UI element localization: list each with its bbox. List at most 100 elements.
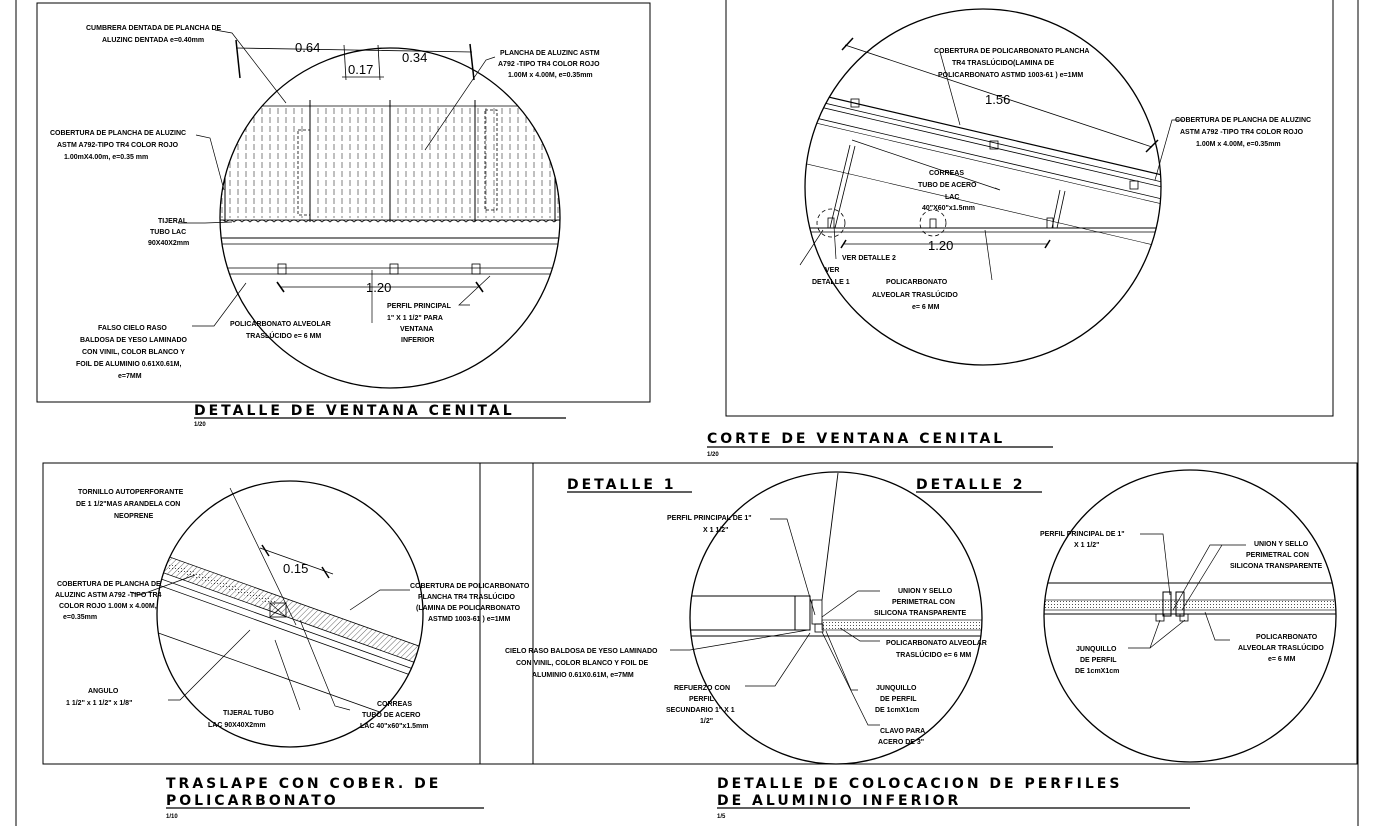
label-union4-1: UNION Y SELLO	[898, 588, 953, 595]
scale-t2: 1/20	[707, 452, 719, 458]
title-perfiles-1: DETALLE DE COLOCACION DE PERFILES	[717, 776, 1122, 792]
label-cobpoli3-1: COBERTURA DE POLICARBONATO	[410, 583, 530, 590]
label-poli4-1: POLICARBONATO ALVEOLAR	[886, 640, 987, 647]
panel2-section	[805, 87, 1161, 251]
label-perfil-2: 1" X 1 1/2" PARA	[387, 315, 443, 322]
label-cobalu3-4: e=0.35mm	[63, 614, 97, 621]
dim-015: 0.15	[283, 561, 308, 576]
label-cobpoli-1: COBERTURA DE POLICARBONATO PLANCHA	[934, 48, 1089, 55]
title-perfiles-2: DE ALUMINIO INFERIOR	[717, 793, 961, 809]
label-cobpoli3-3: (LAMINA DE POLICARBONATO	[416, 605, 521, 612]
label-union5-2: PERIMETRAL CON	[1246, 552, 1309, 559]
dim-034: 0.34	[402, 50, 427, 65]
label-verdet1-1: VER	[825, 267, 839, 274]
scale-t3: 1/10	[166, 814, 178, 820]
label-poli-2: TRASLÚCIDO e= 6 MM	[246, 331, 321, 340]
panel-detalle-2: PERFIL PRINCIPAL DE 1" X 1 1/2" UNION Y …	[1040, 469, 1337, 763]
label-poli5-2: ALVEOLAR TRASLÚCIDO	[1238, 643, 1324, 652]
panel4-detail-circle	[689, 471, 983, 765]
dim-156: 1.56	[985, 92, 1010, 107]
label-junquillo5-2: DE PERFIL	[1080, 657, 1117, 664]
label-plancha-2: A792 -TIPO TR4 COLOR ROJO	[498, 61, 600, 68]
label-clavo-1: CLAVO PARA	[880, 728, 925, 735]
scale-t4: 1/5	[717, 814, 726, 820]
label-cobpoli3-2: PLANCHA TR4 TRASLÚCIDO	[418, 592, 516, 601]
label-perfil5-1: PERFIL PRINCIPAL DE 1"	[1040, 531, 1125, 538]
label-tijeral-2: TUBO LAC	[150, 229, 186, 236]
label-perfil-1: PERFIL PRINCIPAL	[387, 303, 452, 310]
panel3-detail-circle	[156, 480, 424, 748]
label-junquillo4-2: DE PERFIL	[880, 696, 917, 703]
label-cielo-1: CIELO RASO BALDOSA DE YESO LAMINADO	[505, 648, 658, 655]
panel2-labels: COBERTURA DE POLICARBONATO PLANCHA TR4 T…	[812, 48, 1311, 311]
dim-017: 0.17	[348, 62, 373, 77]
dim-120-corte: 1.20	[928, 238, 953, 253]
label-perfil-3: VENTANA	[400, 326, 433, 333]
label-union4-2: PERIMETRAL CON	[892, 599, 955, 606]
title-detalle-ventana-cenital: DETALLE DE VENTANA CENITAL	[194, 403, 515, 419]
label-junquillo4-1: JUNQUILLO	[876, 685, 917, 692]
label-cobpoli3-4: ASTMD 1003-61 ) e=1MM	[428, 616, 510, 623]
label-cobalu3-1: COBERTURA DE PLANCHA DE	[57, 581, 161, 588]
label-refuerzo-1: REFUERZO CON	[674, 685, 730, 692]
label-refuerzo-4: 1/2"	[700, 718, 713, 725]
label-poli5-3: e= 6 MM	[1268, 656, 1296, 663]
panel3-dimensions: 0.15	[259, 544, 334, 579]
panel45-frame	[479, 462, 1358, 765]
label-poli-1: POLICARBONATO ALVEOLAR	[230, 321, 331, 328]
label-tijeral3-2: LAC 90X40X2mm	[208, 722, 266, 729]
panel4-labels: PERFIL PRINCIPAL DE 1" X 1 1/2" UNION Y …	[505, 515, 987, 746]
label-cobalu3-2: ALUZINC ASTM A792 -TIPO TR4	[55, 592, 162, 599]
label-falso-4: FOIL DE ALUMINIO 0.61X0.61M,	[76, 361, 181, 368]
title-corte-ventana-cenital: CORTE DE VENTANA CENITAL	[707, 431, 1005, 447]
title-traslape-1: TRASLAPE CON COBER. DE	[166, 776, 441, 792]
label-tornillo-3: NEOPRENE	[114, 513, 154, 520]
label-correas-2: TUBO DE ACERO	[918, 182, 977, 189]
panel5-leaders	[1128, 533, 1246, 649]
title-detalle-1: DETALLE 1	[567, 477, 677, 493]
label-poli5-1: POLICARBONATO	[1256, 634, 1318, 641]
label-poli-c-2: ALVEOLAR TRASLÚCIDO	[872, 290, 958, 299]
label-plancha-1: PLANCHA DE ALUZINC ASTM	[500, 50, 600, 57]
label-cielo-2: CON VINIL, COLOR BLANCO Y FOIL DE	[516, 660, 649, 667]
panel4-section	[690, 472, 982, 637]
label-correas-3: LAC	[945, 194, 959, 201]
panel2-frame	[725, 0, 1334, 417]
label-tijeral-3: 90X40X2mm	[148, 240, 189, 247]
panel5-detail-circle	[1043, 469, 1337, 763]
label-perfil4-1: PERFIL PRINCIPAL DE 1"	[667, 515, 752, 522]
panel2-dimensions: 1.56 1.20	[840, 37, 1159, 253]
panel4-leaders	[670, 518, 880, 726]
label-correas-4: 40"X60"x1.5mm	[922, 205, 975, 212]
label-cobalu-3: 1.00M x 4.00M, e=0.35mm	[1196, 141, 1281, 148]
label-verdet1-2: DETALLE 1	[812, 279, 850, 286]
panel1-labels: CUMBRERA DENTADA DE PLANCHA DE ALUZINC D…	[50, 25, 600, 380]
panel5-section	[1044, 582, 1336, 622]
panel1-frame	[36, 2, 651, 403]
label-refuerzo-3: SECUNDARIO 1" X 1	[666, 707, 735, 714]
label-cumbrera-1: CUMBRERA DENTADA DE PLANCHA DE	[86, 25, 222, 32]
label-correas3-2: TUBO DE ACERO	[362, 712, 421, 719]
label-junquillo4-3: DE 1cmX1cm	[875, 707, 919, 714]
panel-detalle-ventana-cenital: 0.64 0.17 0.34 1.20 CUMBRERA DENTADA DE …	[36, 2, 651, 403]
label-junquillo5-1: JUNQUILLO	[1076, 646, 1117, 653]
label-refuerzo-2: PERFIL	[689, 696, 715, 703]
panel5-labels: PERFIL PRINCIPAL DE 1" X 1 1/2" UNION Y …	[1040, 531, 1324, 675]
panel-corte-ventana-cenital: 1.56 1.20 COBERTURA DE POLICARBONATO PLA…	[725, 0, 1334, 417]
label-cobalu-2: ASTM A792 -TIPO TR4 COLOR ROJO	[1180, 129, 1304, 136]
label-angulo-2: 1 1/2" x 1 1/2" x 1/8"	[66, 700, 132, 707]
label-plancha-3: 1.00M x 4.00M, e=0.35mm	[508, 72, 593, 79]
label-falso-2: BALDOSA DE YESO LAMINADO	[80, 337, 188, 344]
label-falso-5: e=7MM	[118, 373, 142, 380]
scale-t1: 1/20	[194, 422, 206, 428]
label-angulo-1: ANGULO	[88, 688, 119, 695]
label-falso-1: FALSO CIELO RASO	[98, 325, 167, 332]
title-traslape-2: POLICARBONATO	[166, 793, 339, 809]
label-cobalu-1: COBERTURA DE PLANCHA DE ALUZINC	[1175, 117, 1311, 124]
label-correas3-3: LAC 40"x60"x1.5mm	[360, 723, 429, 730]
panel1-leaders	[178, 29, 496, 327]
label-poli4-2: TRASLÚCIDO e= 6 MM	[896, 650, 971, 659]
label-perfil-4: INFERIOR	[401, 337, 434, 344]
panel3-labels: TORNILLO AUTOPERFORANTE DE 1 1/2"MAS ARA…	[55, 489, 530, 730]
